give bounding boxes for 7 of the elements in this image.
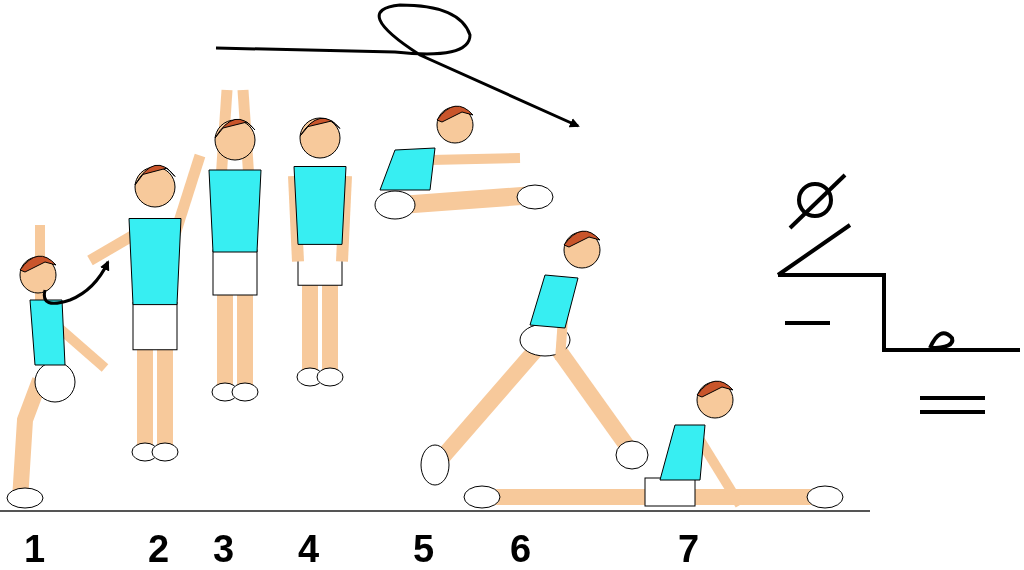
position-number: 1 [24,530,46,568]
position-number: 2 [148,530,170,568]
position-number: 4 [298,530,320,568]
position-number: 3 [213,530,235,568]
position-number: 5 [413,530,435,568]
position-number: 6 [510,530,532,568]
position-number: 7 [678,530,700,568]
